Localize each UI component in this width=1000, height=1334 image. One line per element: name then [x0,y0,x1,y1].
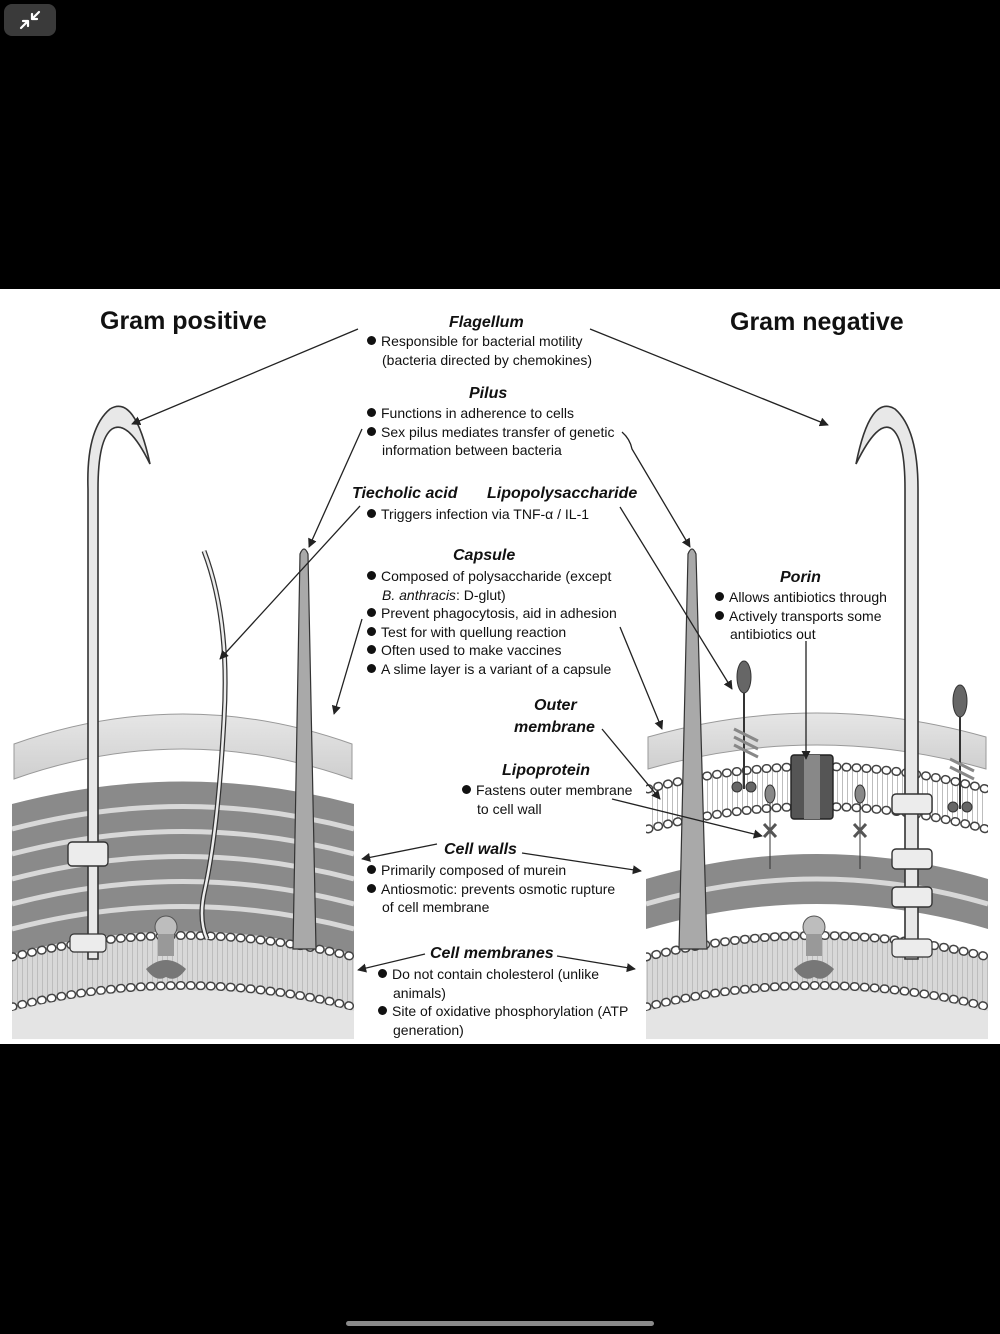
capsule-bullet-1-cont: : D-glut) [455,586,506,603]
cell-walls-heading: Cell walls [444,841,517,858]
exit-fullscreen-button[interactable] [4,4,56,36]
capsule-species: B. anthracis [382,586,456,603]
pilus-bullets: Functions in adherence to cells Sex pilu… [367,404,614,460]
lps-bullet-1: Triggers infection via TNF-α / IL-1 [381,506,590,522]
pilus-bullet-2: Sex pilus mediates transfer of genetic [381,423,615,440]
collapse-arrows-icon [19,10,41,30]
cell-membranes-bullets: Do not contain cholesterol (unlike anima… [378,965,628,1039]
teichoic-acid [200,550,227,940]
cell-walls-bullet-2: Antiosmotic: prevents osmotic rupture [381,880,616,897]
cell-membranes-bullet-2-cont: generation) [393,1021,464,1038]
capsule-bullets: Composed of polysaccharide (except B. an… [367,567,617,678]
cell-membranes-bullet-1-cont: animals) [393,984,446,1001]
outer-membrane-heading-1: Outer [534,697,577,714]
capsule-bullet-2: Prevent phagocytosis, aid in adhesion [381,605,617,621]
gram-negative-title: Gram negative [730,308,904,336]
tiecholic-acid-heading: Tiecholic acid [352,485,458,502]
porin-bullets: Allows antibiotics through Actively tran… [715,588,887,644]
pilus-left [292,548,317,950]
pointer-arrows [131,328,829,973]
cell-membranes-bullet-2: Site of oxidative phosphorylation (ATP [392,1003,629,1019]
capsule-heading: Capsule [453,547,516,564]
porin-bullet-2-cont: antibiotics out [730,626,816,642]
lipoprotein-molecules [762,784,868,869]
pilus-bullet-1: Functions in adherence to cells [381,405,574,421]
capsule-bullet-4: Often used to make vaccines [381,642,562,658]
capsule-bullet-1: Composed of polysaccharide (except [381,568,612,584]
cell-wall-right [646,854,988,929]
bacteria-cell-wall-figure: Gram positive Gram negative Flagellum Re… [0,289,1000,1044]
lps-heading: Lipopolysaccharide [487,485,638,502]
flagellum-left [87,405,151,960]
lipoprotein-bullet-1-cont: to cell wall [477,800,542,817]
cell-walls-bullet-2-cont: of cell membrane [382,899,490,915]
cell-envelope-illustration [12,328,988,1039]
porin-heading: Porin [780,569,821,586]
home-indicator[interactable] [346,1321,654,1326]
flagellum-bullet-1: Responsible for bacterial motility [381,333,583,349]
lps-bullets: Triggers infection via TNF-α / IL-1 [367,505,589,524]
lipoprotein-heading: Lipoprotein [502,762,590,779]
cell-membranes-bullet-1: Do not contain cholesterol (unlike [392,966,600,982]
porin-bullet-2: Actively transports some [729,607,882,624]
pilus-right [678,548,708,950]
pilus-heading: Pilus [469,385,508,402]
lipoprotein-bullet-1: Fastens outer membrane [476,782,633,798]
flagellum-heading: Flagellum [449,314,524,331]
lipopolysaccharide [731,660,975,813]
cell-membranes-heading: Cell membranes [430,945,554,962]
outer-membrane-heading-2: membrane [514,719,595,736]
capsule-bullet-3: Test for with quellung reaction [381,623,567,640]
capsule-bullet-5: A slime layer is a variant of a capsule [381,660,612,677]
flagellum-bullets: Responsible for bacterial motility (bact… [367,332,592,369]
pilus-bullet-2-cont: information between bacteria [382,442,562,458]
gram-positive-title: Gram positive [100,307,267,335]
lipoprotein-bullets: Fastens outer membrane to cell wall [462,781,632,818]
porin-bullet-1: Allows antibiotics through [729,589,887,605]
cell-walls-bullets: Primarily composed of murein Antiosmotic… [367,861,615,917]
cell-walls-bullet-1: Primarily composed of murein [381,862,567,878]
flagellum-bullet-1-cont: (bacteria directed by chemokines) [382,351,593,368]
